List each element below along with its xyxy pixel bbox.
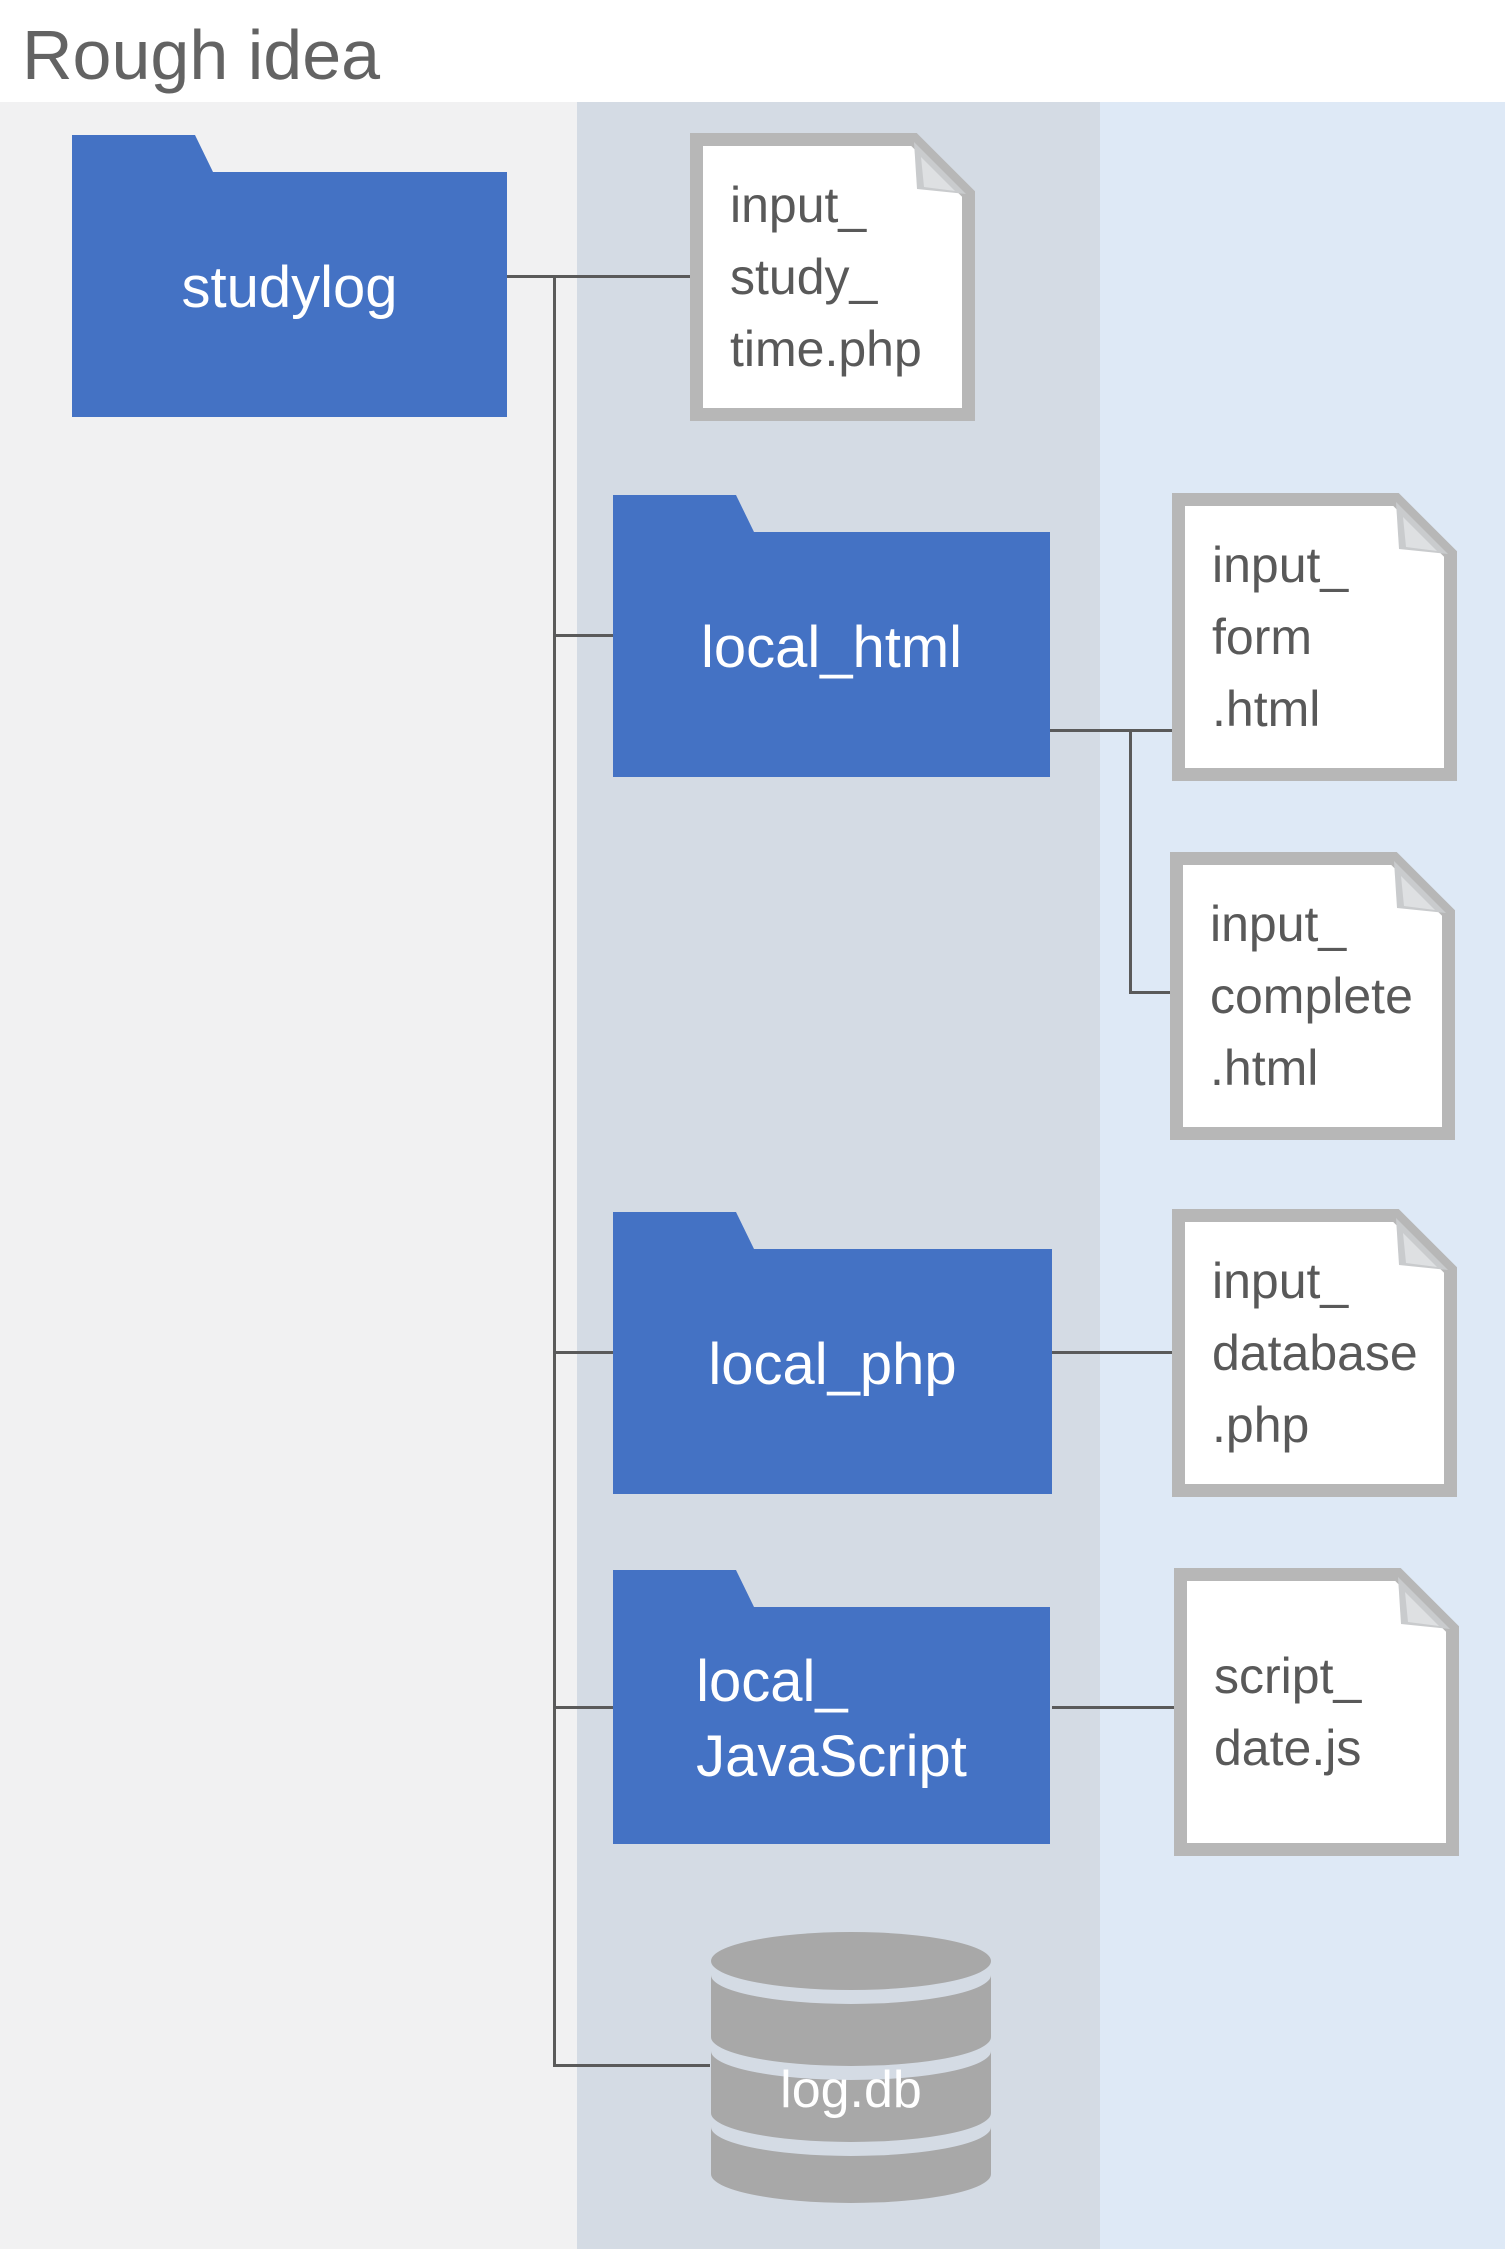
folder-local-php-label: local_php: [708, 1332, 957, 1398]
folder-local-html: local_html: [613, 495, 1050, 777]
connector-branch-to-input-complete: [1129, 991, 1172, 994]
document-icon: [1172, 1209, 1457, 1497]
connector-studylog-to-input-study-time: [507, 275, 690, 278]
folder-local-php: local_php: [613, 1212, 1052, 1494]
background-column-middle: [577, 102, 1100, 2249]
file-input-database-php: input_ database .php: [1172, 1209, 1457, 1497]
file-script-date-js: script_ date.js: [1174, 1568, 1459, 1856]
file-input-complete-html: input_ complete .html: [1170, 852, 1455, 1140]
connector-trunk-vertical: [553, 275, 556, 2067]
database-log-db: log.db: [710, 1931, 992, 2204]
connector-local-php-to-input-database: [1052, 1351, 1172, 1354]
file-input-study-time-php: input_ study_ time.php: [690, 133, 975, 421]
connector-trunk-to-local-javascript: [553, 1706, 613, 1709]
file-input-form-html: input_ form .html: [1172, 493, 1457, 781]
file-label: input_ database .php: [1212, 1253, 1418, 1453]
background-column-left: [0, 102, 577, 2249]
file-label: input_ study_ time.php: [730, 177, 922, 377]
database-label: log.db: [780, 2061, 922, 2119]
file-label: input_ complete .html: [1210, 896, 1413, 1096]
database-cylinder-icon: [711, 1932, 991, 2203]
page-title: Rough idea: [22, 16, 381, 94]
file-label: script_ date.js: [1214, 1648, 1362, 1776]
connector-trunk-to-log-db: [553, 2064, 710, 2067]
connector-local-html-branch-vertical: [1129, 729, 1132, 992]
file-label: input_ form .html: [1212, 537, 1349, 737]
document-icon: [690, 133, 975, 421]
connector-trunk-to-local-html: [553, 634, 613, 637]
document-icon: [1170, 852, 1455, 1140]
connector-trunk-to-local-php: [553, 1351, 613, 1354]
folder-studylog-label: studylog: [181, 255, 398, 321]
document-icon: [1174, 1568, 1459, 1856]
document-icon: [1172, 493, 1457, 781]
folder-local-html-label: local_html: [700, 615, 963, 681]
connector-local-html-to-input-form: [1050, 729, 1172, 732]
folder-local-javascript: local_ JavaScript: [613, 1570, 1050, 1844]
background-column-right: [1100, 102, 1505, 2249]
connector-local-javascript-to-script-date: [1052, 1706, 1174, 1709]
folder-studylog: studylog: [72, 135, 507, 417]
folder-local-javascript-label: local_ JavaScript: [696, 1648, 967, 1789]
